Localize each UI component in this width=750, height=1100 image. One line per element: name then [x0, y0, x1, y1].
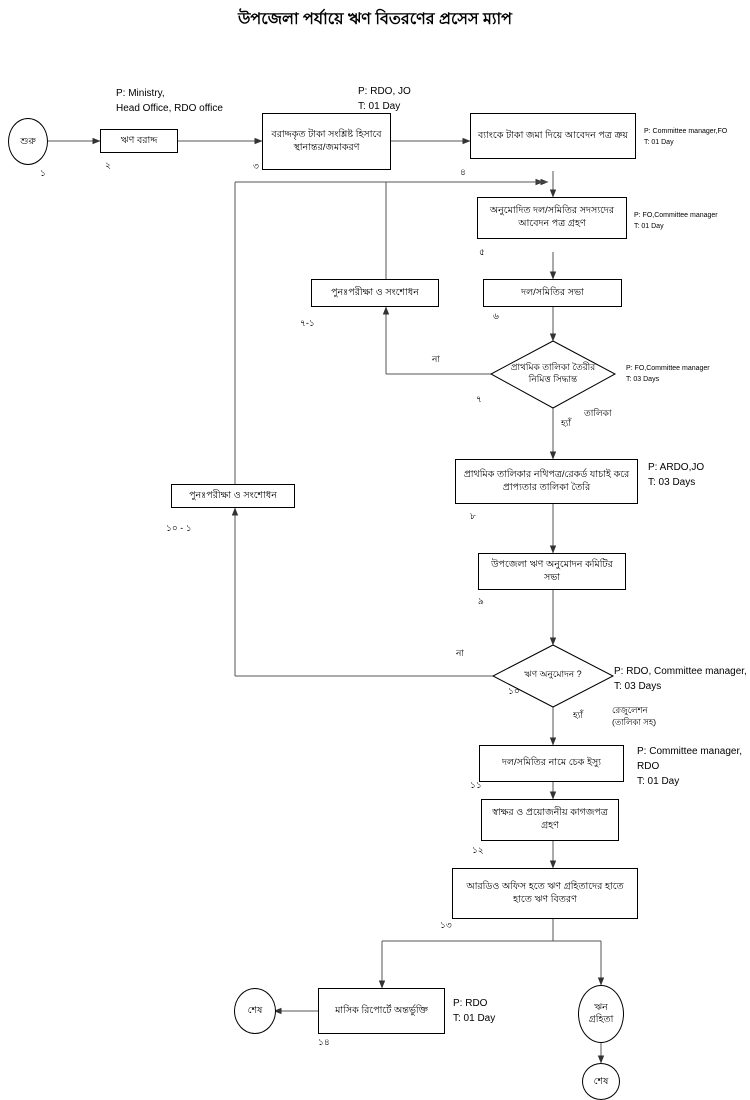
annotation-cheque: P: Committee manager, RDO T: 01 Day [637, 746, 743, 787]
edge-label-yes-10: হ্যাঁ [573, 710, 583, 720]
node-2-number: ২ [105, 160, 111, 170]
node-6-label: দল/সমিতির সভা [521, 286, 584, 298]
edge-label-yes-7: হ্যাঁ [561, 418, 571, 428]
node-6-number: ৬ [493, 311, 499, 321]
node-11-issue-cheque[interactable]: দল/সমিতির নামে চেক ইস্যু [479, 745, 624, 782]
node-end-left[interactable]: শেষ [234, 988, 276, 1034]
node-7-1-recheck[interactable]: পুনঃপরীক্ষা ও সংশোধন [311, 279, 439, 307]
annotation-ardo-jo: P: ARDO,JO T: 03 Days [648, 462, 705, 488]
edge-label-no-10: না [456, 648, 464, 658]
node-5-number: ৫ [479, 247, 485, 257]
node-start-number: ১ [40, 168, 46, 178]
node-5-receive-applications[interactable]: অনুমোদিত দল/সমিতির সদস্যদের আবেদন পত্র গ… [477, 197, 627, 239]
node-3-label: বরাদ্দকৃত টাকা সংশ্লিষ্ট হিসাবে স্থানান্… [271, 128, 382, 153]
node-14-monthly-report[interactable]: মাসিক রিপোর্টে অন্তর্ভুক্তি [318, 988, 445, 1034]
node-start-label: শুরু [20, 135, 36, 147]
decision-7-shape [489, 340, 617, 409]
node-8-number: ৮ [470, 511, 476, 521]
node-10-number: ১০ [508, 686, 520, 696]
node-13-number: ১৩ [440, 920, 452, 930]
node-6-group-meeting[interactable]: দল/সমিতির সভা [483, 279, 622, 307]
node-4-buy-application[interactable]: ব্যাংকে টাকা জমা দিয়ে আবেদন পত্র ক্রয় [470, 113, 636, 159]
node-10-1-recheck[interactable]: পুনঃপরীক্ষা ও সংশোধন [171, 484, 295, 508]
node-start[interactable]: শুরু [8, 118, 48, 165]
annotation-decision-10: P: RDO, Committee manager, T: 03 Days [614, 666, 747, 692]
node-14-number: ১৪ [318, 1037, 330, 1047]
decision-10-shape [491, 644, 615, 708]
node-7-number: ৭ [476, 394, 482, 404]
annotation-rdo-jo: P: RDO, JO T: 01 Day [358, 86, 411, 112]
node-7-label: প্রাথমিক তালিকা তৈরীর নিমিত্ত সিদ্ধান্ত [510, 362, 596, 384]
node-11-number: ১১ [470, 780, 482, 790]
node-10-label: ঋণ অনুমোদন ? [524, 669, 582, 680]
annotation-monthly-report: P: RDO T: 01 Day [453, 998, 496, 1024]
node-13-label: আরডিও অফিস হতে ঋণ গ্রহিতাদের হাতে হাতে ঋ… [466, 880, 624, 905]
annotation-fo-committee-manager: P: FO,Committee manager T: 01 Day [634, 212, 718, 231]
annotation-decision-7: P: FO,Committee manager T: 03 Days [626, 365, 710, 384]
node-7-1-label: পুনঃপরীক্ষা ও সংশোধন [331, 286, 419, 298]
edge-label-no-7: না [432, 354, 440, 364]
node-9-approval-committee-meeting[interactable]: উপজেলা ঋণ অনুমোদন কমিটির সভা [478, 553, 626, 590]
node-4-label: ব্যাংকে টাকা জমা দিয়ে আবেদন পত্র ক্রয় [478, 129, 628, 141]
node-13-loan-disbursement[interactable]: আরডিও অফিস হতে ঋণ গ্রহিতাদের হাতে হাতে ঋ… [452, 868, 638, 919]
annotation-list: তালিকা [584, 408, 612, 418]
node-14-label: মাসিক রিপোর্টে অন্তর্ভুক্তি [335, 1004, 428, 1016]
node-8-label: প্রাথমিক তালিকার নথিপত্র/রেকর্ড যাচাই কর… [463, 468, 630, 493]
node-10-1-label: পুনঃপরীক্ষা ও সংশোধন [189, 489, 277, 501]
node-11-label: দল/সমিতির নামে চেক ইস্যু [501, 757, 602, 769]
node-2-loan-allocation[interactable]: ঋণ বরাদ্দ [100, 129, 178, 153]
annotation-resolution-doc: রেজুলেশন (তালিকা সহ) [612, 705, 657, 728]
page-title: উপজেলা পর্যায়ে ঋণ বিতরণের প্রসেস ম্যাপ [237, 11, 513, 28]
node-borrower[interactable]: ঋন গ্রহিতা [578, 985, 624, 1043]
node-12-label: স্বাক্ষর ও প্রয়োজনীয় কাগজপত্র গ্রহণ [492, 807, 608, 831]
node-12-signature-documents[interactable]: স্বাক্ষর ও প্রয়োজনীয় কাগজপত্র গ্রহণ [481, 799, 619, 841]
annotation-committee-manager-fo: P: Committee manager,FO T: 01 Day [644, 128, 728, 147]
node-9-number: ৯ [478, 596, 484, 606]
node-end-bottom[interactable]: শেষ [582, 1063, 620, 1100]
node-2-label: ঋণ বরাদ্দ [120, 134, 158, 146]
node-8-eligibility-list[interactable]: প্রাথমিক তালিকার নথিপত্র/রেকর্ড যাচাই কর… [455, 459, 638, 504]
node-end-bottom-label: শেষ [593, 1075, 609, 1087]
node-10-1-number: ১০ - ১ [166, 523, 192, 533]
node-5-label: অনুমোদিত দল/সমিতির সদস্যদের আবেদন পত্র গ… [489, 205, 615, 229]
node-3-fund-transfer[interactable]: বরাদ্দকৃত টাকা সংশ্লিষ্ট হিসাবে স্থানান্… [262, 113, 391, 170]
node-4-number: ৪ [460, 167, 466, 177]
node-end-left-label: শেষ [247, 1005, 263, 1017]
node-borrower-label: ঋন গ্রহিতা [588, 1002, 614, 1025]
node-3-number: ৩ [253, 161, 259, 171]
node-12-number: ১২ [472, 845, 484, 855]
annotation-ministry: P: Ministry, Head Office, RDO office [116, 88, 223, 114]
node-7-1-number: ৭-১ [300, 318, 315, 328]
node-9-label: উপজেলা ঋণ অনুমোদন কমিটির সভা [491, 558, 613, 583]
